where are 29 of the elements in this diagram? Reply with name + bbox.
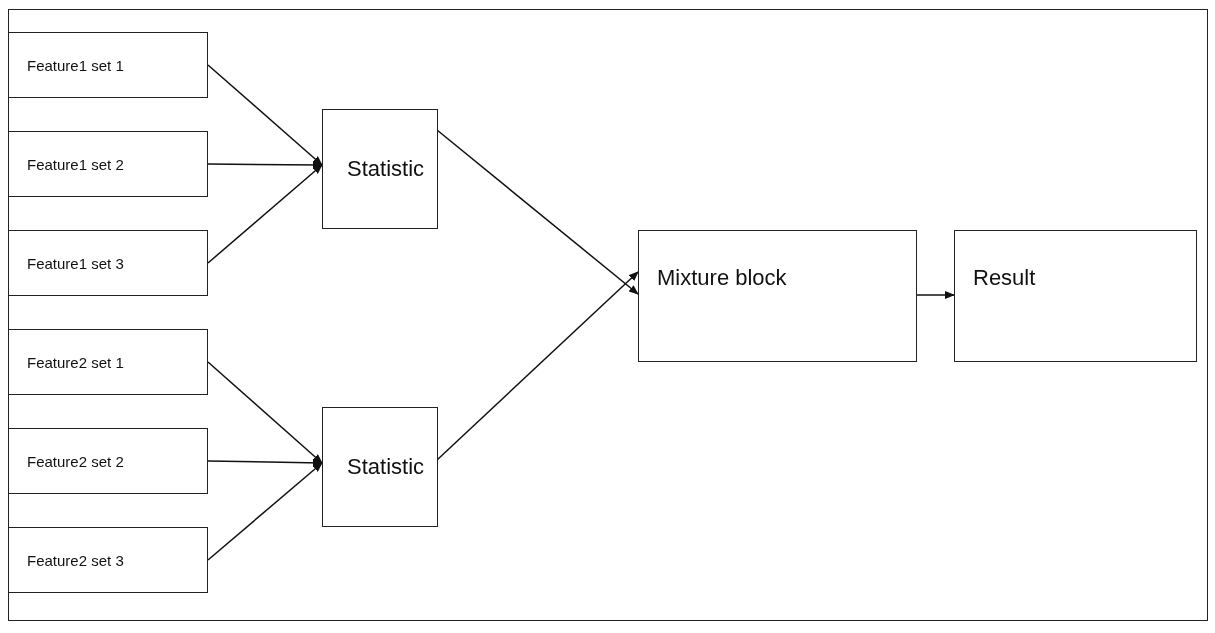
node-label: Mixture block <box>657 265 787 291</box>
node-label: Statistic <box>347 454 425 480</box>
arrow <box>207 458 323 467</box>
process-box <box>638 230 917 362</box>
node-label: Feature2 set 3 <box>27 551 124 569</box>
node-label: Result <box>973 265 1036 291</box>
arrow <box>436 271 639 461</box>
arrow <box>207 164 323 264</box>
node-label: Feature1 set 2 <box>27 155 124 173</box>
node-label: Feature2 set 1 <box>27 353 124 371</box>
process-box <box>322 109 438 229</box>
feature-box <box>8 527 208 593</box>
node-label: Statistic <box>347 156 425 182</box>
node-label: Feature1 set 1 <box>27 56 124 74</box>
process-box <box>954 230 1197 362</box>
feature-box <box>8 131 208 197</box>
feature-box <box>8 428 208 494</box>
feature-box <box>8 32 208 98</box>
feature-box <box>8 230 208 296</box>
arrow <box>207 462 323 561</box>
arrow <box>916 291 955 299</box>
arrow <box>207 64 323 166</box>
feature-box <box>8 329 208 395</box>
node-label: Feature1 set 3 <box>27 254 124 272</box>
arrow <box>207 160 323 169</box>
arrow <box>207 361 323 464</box>
arrow <box>436 129 639 295</box>
process-box <box>322 407 438 527</box>
node-label: Feature2 set 2 <box>27 452 124 470</box>
